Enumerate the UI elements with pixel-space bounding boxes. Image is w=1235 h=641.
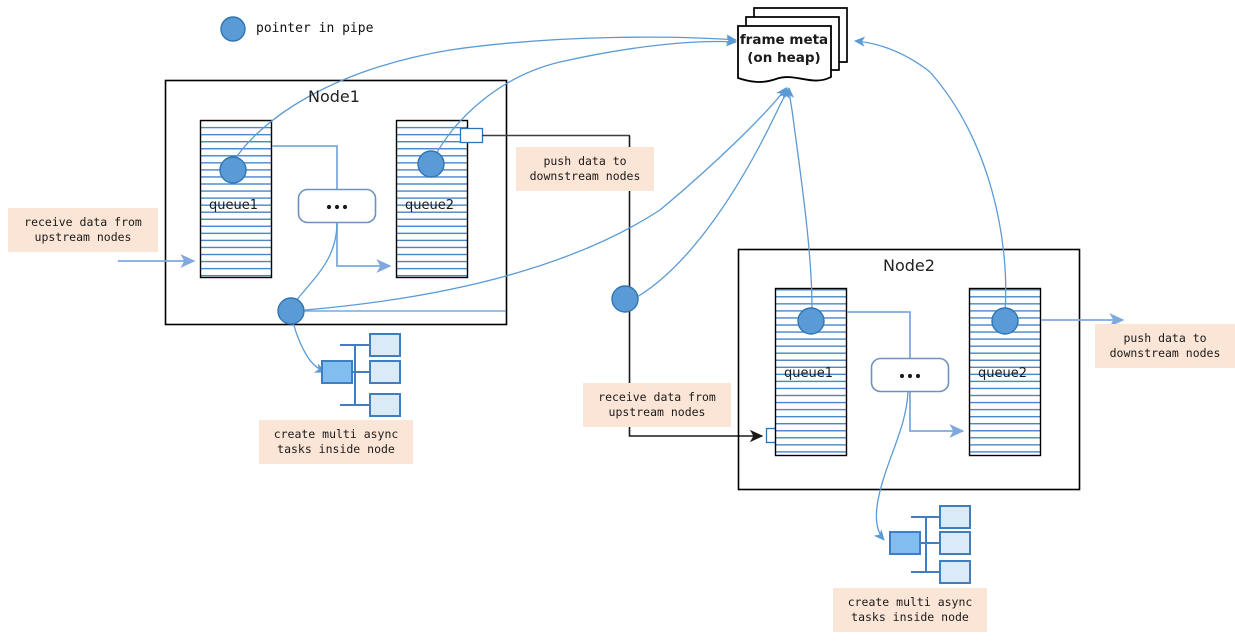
pointer-circle-node1-queue2[interactable] <box>417 150 445 178</box>
pointer-circle-pipe-middle[interactable] <box>611 285 639 313</box>
node2-ellipsis-dots <box>899 373 921 379</box>
legend-label: pointer in pipe <box>256 21 374 36</box>
pointer-curves <box>232 34 1007 541</box>
node2-internal-flow <box>847 311 965 439</box>
pointer-circle-node2-queue1[interactable] <box>797 307 825 335</box>
frame-meta-line1: frame meta <box>740 32 828 48</box>
node2-container <box>737 248 1081 491</box>
node2-async-task-tree <box>889 505 971 584</box>
node1-title: Node1 <box>308 87 360 106</box>
node1-container <box>164 79 508 326</box>
node1-ellipsis-dots <box>326 204 348 210</box>
node1-queue2-label: queue2 <box>405 198 454 213</box>
node1-receive-label: receive data from upstream nodes <box>8 208 158 252</box>
node2-title: Node2 <box>883 256 935 275</box>
frame-meta-document: frame meta (on heap) <box>737 7 848 83</box>
pointer-circle-node1-queue1[interactable] <box>219 156 247 184</box>
node1-queue1-label: queue1 <box>209 198 258 213</box>
node1-queue1 <box>199 119 273 279</box>
node1-push-label: push data to downstream nodes <box>516 147 654 191</box>
legend-pointer-circle <box>220 16 246 42</box>
node1-queue2 <box>395 119 469 279</box>
node2-queue2-label: queue2 <box>978 366 1027 381</box>
node2-receive-label: receive data from upstream nodes <box>583 383 731 427</box>
node2-queue1-label: queue1 <box>784 366 833 381</box>
node1-to-node2-dark-path <box>628 135 764 443</box>
frame-meta-line2: (on heap) <box>747 50 820 66</box>
node2-async-label: create multi async tasks inside node <box>833 588 987 632</box>
node2-push-label: push data to downstream nodes <box>1095 324 1235 368</box>
pointer-circle-node1-outlet[interactable] <box>277 297 305 325</box>
pointer-circle-node2-queue2[interactable] <box>991 307 1019 335</box>
node1-internal-flow <box>272 145 392 274</box>
node1-async-label: create multi async tasks inside node <box>259 420 413 464</box>
node1-queue2-head-marker <box>459 127 630 144</box>
node1-async-task-tree <box>321 333 401 417</box>
